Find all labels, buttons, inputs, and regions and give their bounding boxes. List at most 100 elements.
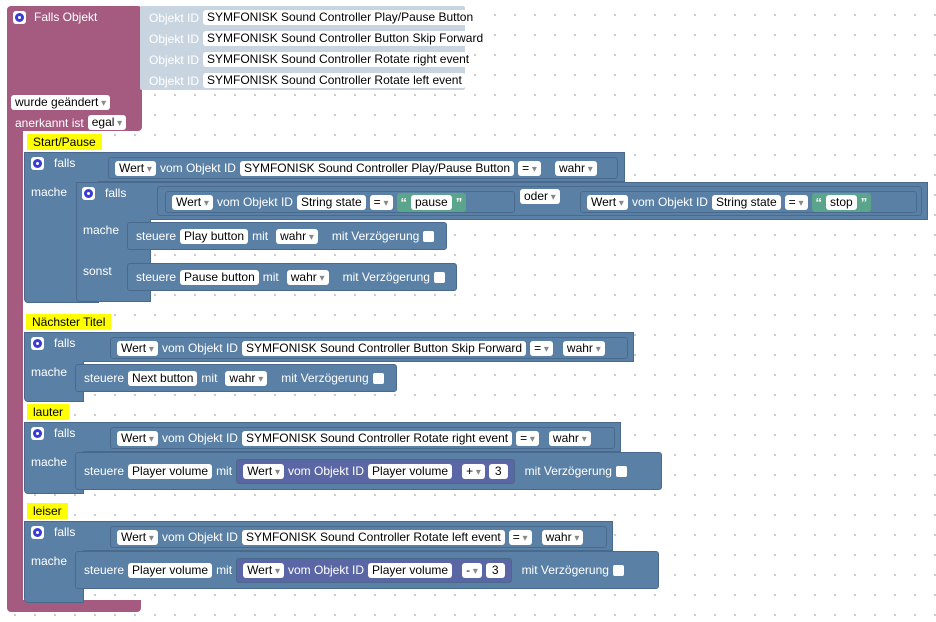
condition-compare[interactable]: Wert vom Objekt ID SYMFONISK Sound Contr… [110,526,607,548]
object-field[interactable]: String state [711,194,781,210]
quote-close-icon: ” [455,194,463,210]
if-label: falls [105,186,127,200]
value-dropdown[interactable]: Wert [117,529,158,545]
value-dropdown[interactable]: Wert [243,463,284,479]
do-label: mache [31,365,68,379]
true-dropdown[interactable]: wahr [554,160,597,176]
plus-dropdown[interactable]: + [462,463,485,479]
gear-icon[interactable] [31,156,44,170]
if-label: falls [54,525,76,539]
string-literal[interactable]: “pause” [396,192,467,212]
equals-dropdown[interactable]: = [784,194,808,210]
minus-dropdown[interactable]: - [462,562,482,578]
equals-dropdown[interactable]: = [516,430,539,446]
object-field[interactable]: SYMFONISK Sound Controller Button Skip F… [241,340,527,356]
gear-icon[interactable] [31,336,44,350]
from-object-label: vom Objekt ID [159,161,236,175]
gear-icon[interactable] [31,426,44,440]
object-field[interactable]: SYMFONISK Sound Controller Rotate right … [241,430,513,446]
object-field[interactable]: SYMFONISK Sound Controller Play/Pause Bu… [239,160,515,176]
gear-icon[interactable] [31,525,44,539]
equals-dropdown[interactable]: = [369,194,393,210]
object-id-field[interactable]: SYMFONISK Sound Controller Rotate left e… [203,73,466,88]
object-id-field[interactable]: SYMFONISK Sound Controller Button Skip F… [203,31,488,46]
value-dropdown[interactable]: Wert [243,562,284,578]
from-object-label: vom Objekt ID [631,195,708,209]
number-field[interactable]: 3 [488,463,508,479]
object-field[interactable]: Player volume [368,562,453,578]
delay-checkbox[interactable] [433,271,445,283]
control-play-button[interactable]: steuere Play button mit wahr mit Verzöge… [127,222,447,250]
comment-louder[interactable]: lauter [27,404,70,420]
string-value[interactable]: stop [826,194,857,210]
control-next-button[interactable]: steuere Next button mit wahr mit Verzöge… [75,364,397,392]
object-id-field[interactable]: SYMFONISK Sound Controller Rotate right … [203,52,474,67]
true-dropdown[interactable]: wahr [562,340,605,356]
condition-compare[interactable]: Wert vom Objekt ID SYMFONISK Sound Contr… [110,427,615,449]
comment-start-pause[interactable]: Start/Pause [27,134,102,150]
gear-icon[interactable] [82,186,95,200]
or-dropdown[interactable]: oder [520,189,560,204]
object-field[interactable]: String state [296,194,366,210]
target-field[interactable]: Play button [180,228,249,244]
target-field[interactable]: Player volume [128,562,213,578]
event-title: Falls Objekt [34,10,98,24]
do-label: mache [31,554,68,568]
event-block-foot [7,600,141,612]
value-dropdown[interactable]: Wert [172,194,213,210]
equals-dropdown[interactable]: = [530,340,553,356]
delay-checkbox[interactable] [612,564,624,576]
string-value[interactable]: pause [411,194,452,210]
compare-a[interactable]: Wert vom Objekt ID String state = “pause… [165,191,515,213]
delay-label: mit Verzögerung [281,371,369,385]
gear-icon[interactable] [13,10,26,24]
object-field[interactable]: SYMFONISK Sound Controller Rotate left e… [241,529,505,545]
target-field[interactable]: Next button [128,370,198,386]
event-header: Falls Objekt [13,10,97,24]
control-volume-up[interactable]: steuere Player volume mit Wert vom Objek… [75,452,662,490]
value-dropdown[interactable]: Wert [587,194,628,210]
object-id-field[interactable]: SYMFONISK Sound Controller Play/Pause Bu… [203,10,478,25]
delay-checkbox[interactable] [615,465,627,477]
value-true-dropdown[interactable]: wahr [276,228,318,244]
do-label: mache [31,185,68,199]
comment-quieter[interactable]: leiser [27,503,68,519]
comment-next-title[interactable]: Nächster Titel [26,314,112,330]
math-block[interactable]: Wert vom Objekt ID Player volume + 3 [236,458,515,484]
ack-dropdown[interactable]: egal [87,115,127,130]
number-field[interactable]: 3 [485,562,505,578]
compare-b[interactable]: Wert vom Objekt ID String state = “stop” [580,191,917,213]
equals-dropdown[interactable]: = [518,160,541,176]
condition-compare[interactable]: Wert vom Objekt ID SYMFONISK Sound Contr… [108,157,618,179]
delay-checkbox[interactable] [372,372,384,384]
delay-label: mit Verzögerung [521,563,609,577]
condition-compare[interactable]: Wert vom Objekt ID SYMFONISK Sound Contr… [110,337,628,359]
true-dropdown[interactable]: wahr [548,430,591,446]
value-true-dropdown[interactable]: wahr [286,269,329,285]
target-field[interactable]: Pause button [180,269,259,285]
equals-dropdown[interactable]: = [508,529,532,545]
control-pause-button[interactable]: steuere Pause button mit wahr mit Verzög… [127,263,457,291]
value-dropdown[interactable]: Wert [117,340,158,356]
event-block[interactable] [7,6,142,131]
value-true-dropdown[interactable]: wahr [225,370,268,386]
math-block[interactable]: Wert vom Objekt ID Player volume - 3 [236,557,512,583]
with-label: mit [201,371,218,385]
true-dropdown[interactable]: wahr [541,529,584,545]
if-block-louder[interactable] [24,422,84,494]
delay-label: mit Verzögerung [342,270,430,284]
string-literal[interactable]: “stop” [811,192,872,212]
value-dropdown[interactable]: Wert [115,160,156,176]
object-field[interactable]: Player volume [368,463,453,479]
delay-checkbox[interactable] [423,230,435,242]
control-volume-down[interactable]: steuere Player volume mit Wert vom Objek… [75,551,659,589]
target-field[interactable]: Player volume [128,463,213,479]
value-dropdown[interactable]: Wert [117,430,158,446]
quote-close-icon: ” [860,194,868,210]
changed-dropdown[interactable]: wurde geändert [11,95,111,110]
